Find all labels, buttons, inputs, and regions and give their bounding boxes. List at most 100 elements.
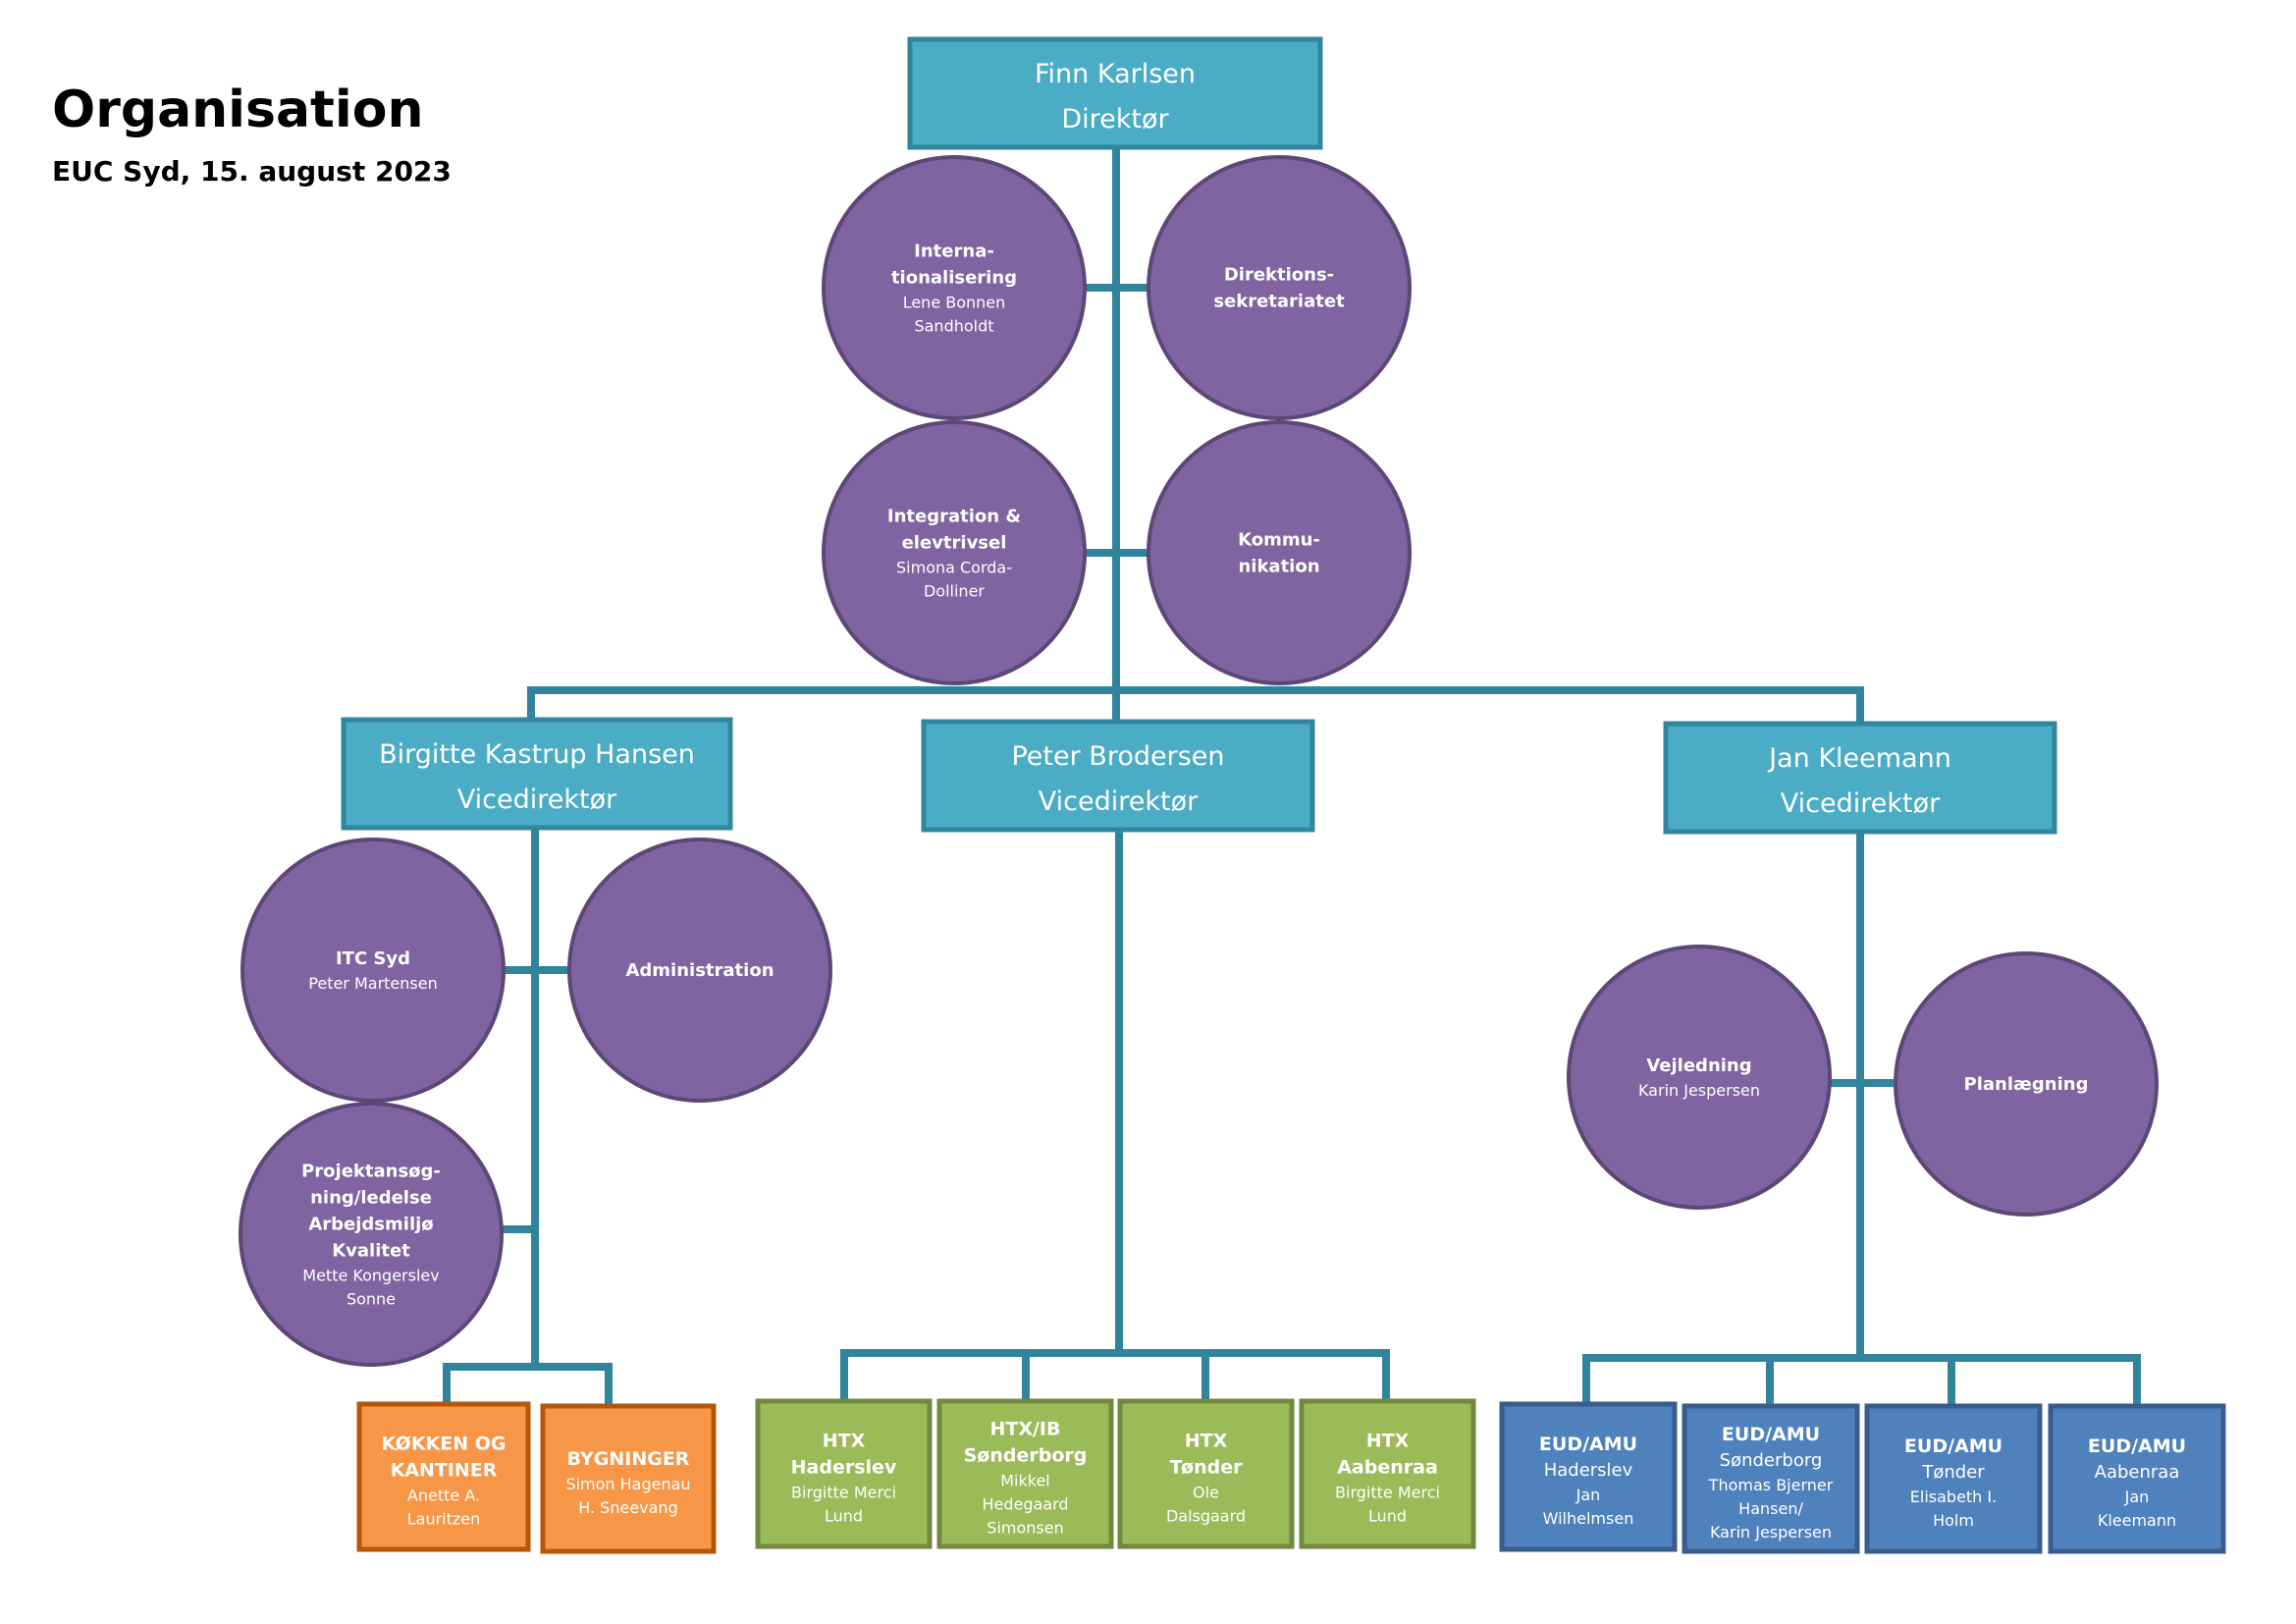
vd1-staff-circle-3-title: Arbejdsmiljø: [308, 1214, 433, 1234]
director-staff-circle-3-person: Dolliner: [924, 581, 985, 600]
vd2-unit-4-person: Lund: [1368, 1506, 1407, 1525]
vd2-unit-1-title: Haderslev: [791, 1456, 897, 1478]
vd1-unit-1-title: KANTINER: [391, 1459, 498, 1481]
vd3-unit-2-person: Karin Jespersen: [1710, 1523, 1832, 1542]
vd2-unit-4-box: [1299, 1398, 1476, 1549]
director-staff-circle-1-title: tionalisering: [891, 267, 1017, 288]
vd2-unit-3-box: [1117, 1398, 1295, 1549]
director-staff-circle-2-shape: [1147, 155, 1412, 420]
vicedirector-1-name: Birgitte Kastrup Hansen: [379, 739, 695, 770]
vd2-unit-4-title: HTX: [1366, 1430, 1410, 1451]
director-staff-circle-2-title: Direktions-: [1224, 264, 1334, 285]
vd2-unit-2-person: Mikkel: [1000, 1471, 1050, 1489]
vd3-unit-4-box: [2048, 1403, 2226, 1554]
vd1-staff-circle-3: Projektansøg-ning/ledelseArbejdsmiljøKva…: [239, 1102, 504, 1367]
director-staff-circle-3-shape: [822, 420, 1087, 685]
vd1-staff-circle-3-title: Kvalitet: [332, 1240, 410, 1261]
vd2-unit-1-person: Lund: [825, 1506, 863, 1525]
vd2-unit-1-title: HTX: [823, 1430, 866, 1451]
connector-lines: [443, 143, 2141, 1410]
director-staff-circle-1-title: Interna-: [914, 241, 994, 261]
vd3-unit-3-box: [1864, 1403, 2043, 1554]
vd3-staff-circle-2-title: Planlægning: [1964, 1074, 2089, 1095]
vd1-staff-circle-3-title: Projektansøg-: [301, 1161, 441, 1181]
vd2-unit-1-person: Birgitte Merci: [791, 1483, 896, 1501]
vd3-staff-circle-2-shape: [1894, 951, 2159, 1217]
vicedirector-3-name: Jan Kleemann: [1767, 743, 1951, 774]
vicedirector-1-box: [341, 717, 733, 831]
vd1-unit-1: KØKKEN OG KANTINER Anette A. Lauritzen: [356, 1401, 531, 1552]
director-staff-circle-4-shape: [1147, 420, 1412, 685]
vd2-unit-1-box: [755, 1398, 933, 1549]
vd1-unit-1-person: Anette A.: [407, 1486, 480, 1504]
vd2-unit-2-title: HTX/IB: [989, 1418, 1060, 1439]
page-subtitle: EUC Syd, 15. august 2023: [52, 155, 452, 188]
vd1-staff-circle-3-person: Sonne: [347, 1289, 396, 1308]
director-box-name: Finn Karlsen: [1035, 59, 1196, 89]
vd3-unit-1-box: [1499, 1401, 1678, 1552]
vicedirector-1-role: Vicedirektør: [457, 785, 617, 815]
director-box-box: [907, 36, 1323, 150]
director-box-role: Direktør: [1061, 104, 1169, 135]
vicedirector-2-role: Vicedirektør: [1039, 786, 1199, 817]
vd3-staff-circle-1-shape: [1567, 945, 1832, 1210]
director-staff-circle-3-title: Integration &: [887, 506, 1021, 526]
vicedirector-3-role: Vicedirektør: [1781, 788, 1941, 819]
vd3-unit-2-box: [1682, 1403, 1860, 1554]
page-title: Organisation: [52, 81, 424, 139]
vd1-staff-circle-2-shape: [567, 838, 832, 1103]
director-staff-circle-1-person: Lene Bonnen: [903, 293, 1006, 311]
director-staff-circle-1-person: Sandholdt: [914, 316, 993, 335]
vd1-unit-2-person: H. Sneevang: [578, 1498, 677, 1517]
director-staff-circle-3-title: elevtrivsel: [902, 532, 1007, 553]
vd3-unit-3-title: EUD/AMU: [1904, 1435, 2002, 1457]
vd3-unit-4-title: EUD/AMU: [2088, 1435, 2186, 1457]
vd3-unit-4-person: Kleemann: [2098, 1511, 2176, 1530]
vd1-unit-2-box: [540, 1403, 717, 1554]
vd3-staff-circle-1-title: Vejledning: [1646, 1056, 1751, 1076]
vd3-unit-4-location: Aabenraa: [2095, 1462, 2180, 1483]
vd1-staff-circle-1-shape: [240, 838, 506, 1103]
director-staff-circle-2-title: sekretariatet: [1213, 291, 1345, 311]
vd1-unit-1-title: KØKKEN OG: [381, 1433, 506, 1454]
vd3-staff-circle-1-person: Karin Jespersen: [1638, 1081, 1760, 1100]
vd2-unit-3-title: Tønder: [1170, 1456, 1244, 1478]
vd3-unit-3-person: Elisabeth I.: [1910, 1488, 1997, 1506]
vd3-unit-2-person: Hansen/: [1738, 1499, 1803, 1518]
vd2-unit-2-title: Sønderborg: [964, 1444, 1088, 1466]
vd1-staff-circle-2-title: Administration: [625, 960, 774, 981]
vd1-staff-circle-1-title: ITC Syd: [336, 948, 410, 969]
vd3-unit-1-location: Haderslev: [1544, 1460, 1633, 1481]
director-staff-circle-3-person: Simona Corda-: [896, 558, 1012, 576]
vd1-unit-1-person: Lauritzen: [407, 1509, 481, 1528]
director-staff-circle-2: Direktions-sekretariatet: [1147, 155, 1412, 420]
vd3-unit-1-person: Jan: [1575, 1486, 1601, 1504]
vd3-staff-circle-2: Planlægning: [1894, 951, 2159, 1217]
vd2-unit-4-title: Aabenraa: [1337, 1456, 1438, 1478]
vicedirector-3-box: [1663, 721, 2057, 835]
vd3-unit-2-title: EUD/AMU: [1722, 1424, 1820, 1445]
director-staff-circle-1-shape: [822, 155, 1087, 420]
vd2-unit-3-person: Ole: [1193, 1483, 1219, 1501]
vicedirector-2-name: Peter Brodersen: [1011, 741, 1224, 772]
vd3-unit-1-title: EUD/AMU: [1539, 1434, 1637, 1455]
vd1-unit-1-box: [356, 1401, 531, 1552]
vicedirector-2-box: [921, 719, 1315, 833]
vd3-unit-3-person: Holm: [1933, 1511, 1974, 1530]
vd1-staff-circle-3-shape: [239, 1102, 504, 1367]
